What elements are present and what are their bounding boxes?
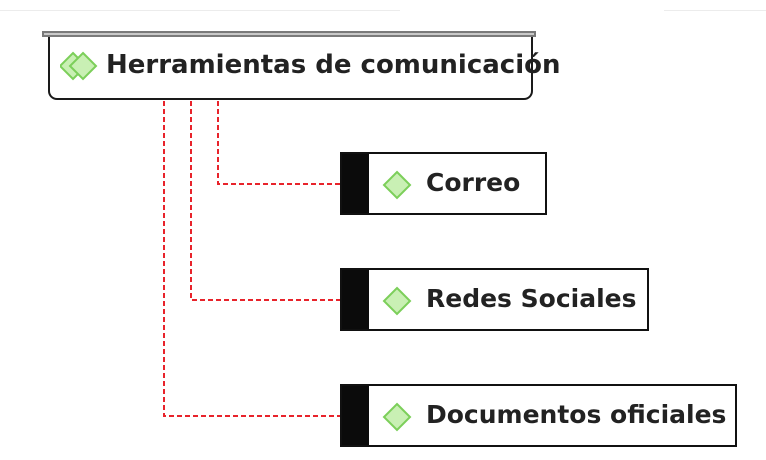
connector-to-redes-sociales: [190, 101, 340, 301]
diamond-icon: [382, 170, 412, 200]
root-node-tab: [42, 31, 536, 37]
node-documentos-oficiales[interactable]: Documentos oficiales: [340, 384, 737, 447]
node-side-bar: [342, 270, 369, 329]
root-node[interactable]: Herramientas de comunicación: [48, 37, 560, 100]
node-correo[interactable]: Correo: [340, 152, 547, 215]
node-redes-sociales[interactable]: Redes Sociales: [340, 268, 649, 331]
node-side-bar: [342, 386, 369, 445]
top-divider-left: [0, 10, 400, 11]
node-label-correo: Correo: [426, 168, 521, 197]
root-node-label: Herramientas de comunicación: [106, 50, 561, 80]
diamond-icon: [382, 286, 412, 316]
connector-to-correo: [217, 101, 340, 185]
diamond-icon: [382, 402, 412, 432]
node-side-bar: [342, 154, 369, 213]
node-label-redes-sociales: Redes Sociales: [426, 284, 637, 313]
node-label-documentos-oficiales: Documentos oficiales: [426, 400, 727, 429]
double-diamond-icon: [60, 51, 98, 81]
connector-to-documentos-oficiales: [163, 101, 340, 417]
top-divider-right: [664, 10, 766, 11]
